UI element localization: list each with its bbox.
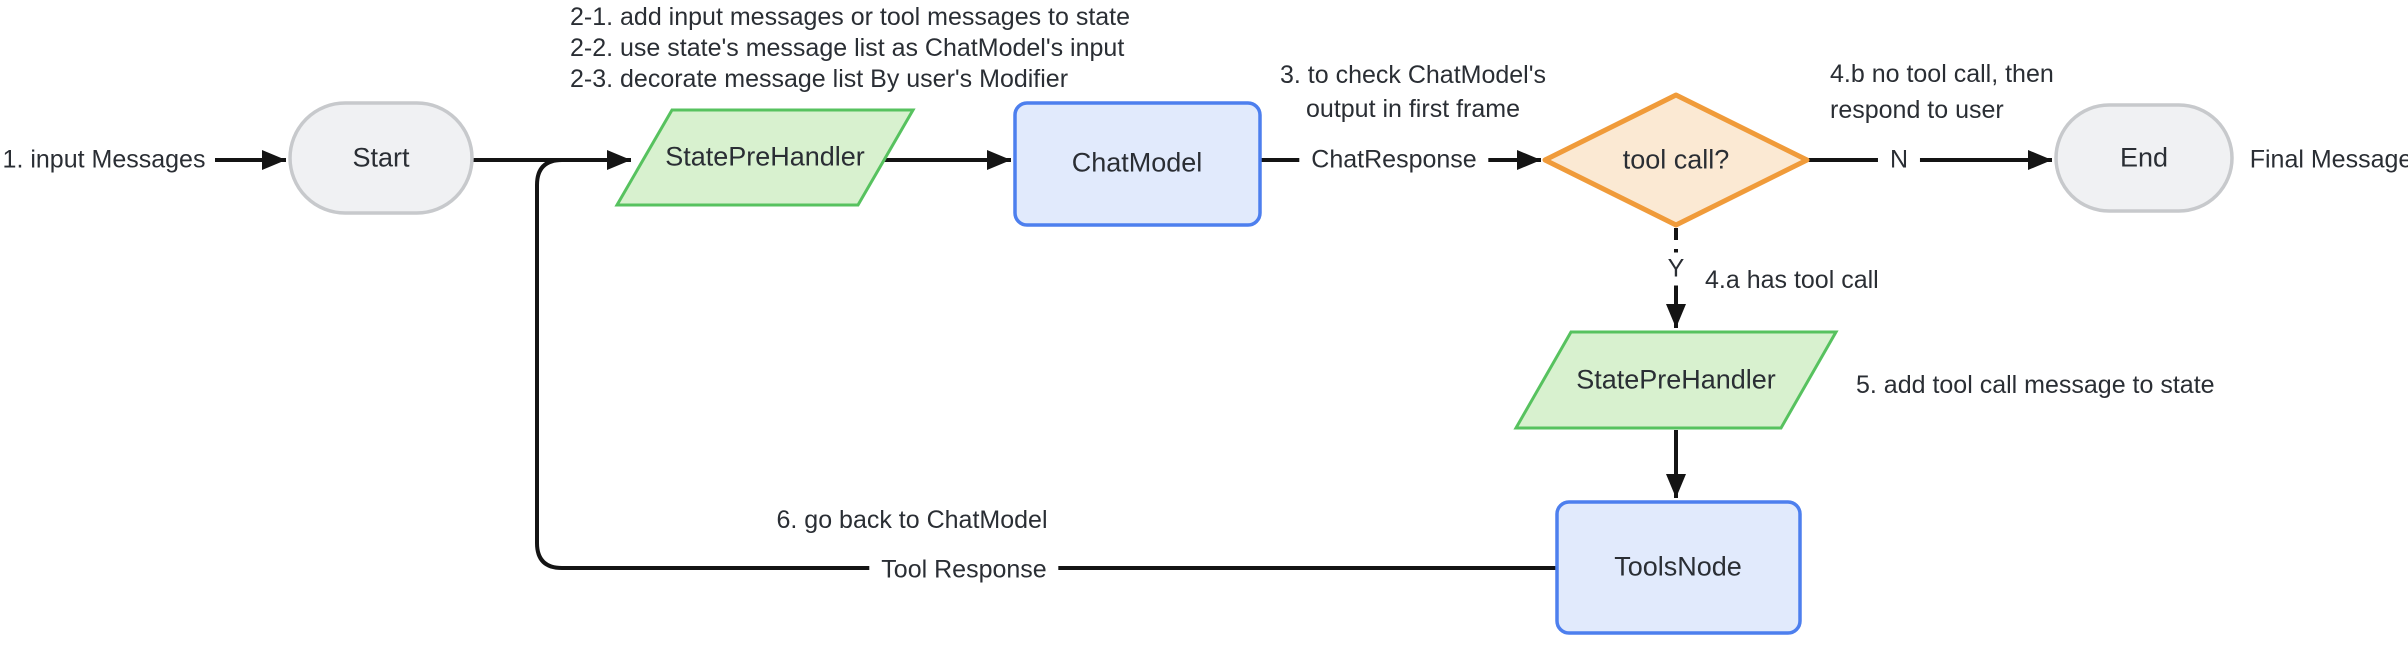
annotation-step3: 3. to check ChatModel's output in first …: [1280, 58, 1546, 126]
chat-model-label: ChatModel: [1071, 147, 1203, 178]
annotation-step4a: 4.a has tool call: [1705, 266, 1879, 294]
tools-node-shape: [1555, 500, 1802, 635]
annotation-step4b-line2: respond to user: [1830, 96, 2004, 124]
annotation-step2-line2: 2-2. use state's message list as ChatMod…: [570, 34, 1125, 62]
start-node-label: Start: [352, 142, 410, 173]
chat-response-label: ChatResponse: [1299, 143, 1489, 177]
yes-branch-label: Y: [1661, 252, 1691, 286]
end-node-shape: [2054, 103, 2234, 213]
annotation-step5: 5. add tool call message to state: [1856, 371, 2215, 399]
annotation-step4b-line1: 4.b no tool call, then: [1830, 60, 2054, 88]
annotation-step3-line2: output in first frame: [1306, 95, 1520, 123]
chat-model-shape: [1013, 101, 1262, 227]
tool-response-label: Tool Response: [869, 553, 1059, 587]
tools-node-label: ToolsNode: [1614, 551, 1742, 582]
annotation-step3-line1: 3. to check ChatModel's: [1279, 61, 1547, 89]
start-node-shape: [288, 101, 474, 215]
final-message-label: Final Message: [2249, 145, 2408, 174]
end-node-label: End: [2119, 142, 2169, 173]
tool-call-decision-label: tool call?: [1622, 144, 1730, 175]
tool-call-diamond-shape: [1542, 92, 1810, 228]
annotation-step2: 2-1. add input messages or tool messages…: [570, 2, 1130, 95]
annotation-step2-line3: 2-3. decorate message list By user's Mod…: [570, 65, 1069, 93]
state-pre-handler-2-shape: [1513, 330, 1839, 430]
state-pre-handler-1-shape: [614, 108, 916, 207]
no-branch-label: N: [1877, 143, 1921, 177]
state-pre-handler-1-label: StatePreHandler: [665, 141, 865, 172]
annotation-step4b: 4.b no tool call, then respond to user: [1830, 56, 2054, 128]
annotation-step6: 6. go back to ChatModel: [776, 506, 1048, 534]
annotation-step2-line1: 2-1. add input messages or tool messages…: [570, 3, 1131, 31]
input-messages-label: 1. input Messages: [2, 145, 206, 174]
state-pre-handler-2-label: StatePreHandler: [1576, 364, 1776, 395]
